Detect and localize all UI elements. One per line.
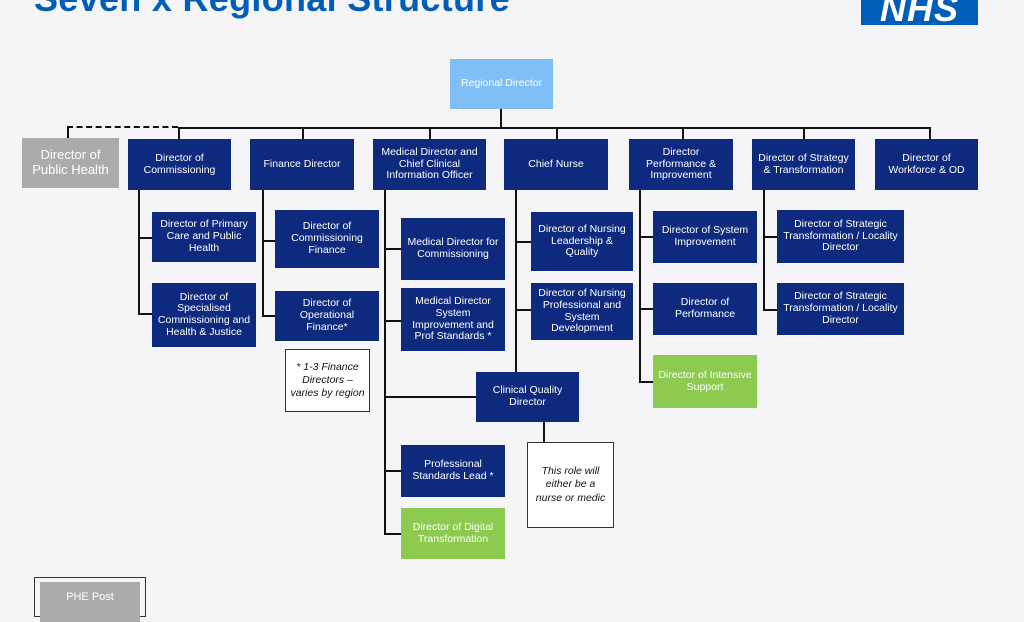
director-nursing-leadership-box: Director of Nursing Leadership & Quality [531,212,633,271]
finance-director-box: Finance Director [250,139,354,190]
director-specialised-commissioning-box: Director of Specialised Commissioning an… [152,283,256,347]
connector-line [763,190,765,310]
connector-line [515,190,517,372]
chief-nurse-box: Chief Nurse [504,139,608,190]
director-public-health-box: Director of Public Health [22,138,119,188]
org-chart: Regional Director Director of Public Hea… [22,59,978,559]
connector-line [262,190,264,316]
connector-line [384,396,476,398]
connector-line [384,320,401,322]
nhs-logo: NHS [861,0,978,25]
connector-line [384,190,386,534]
page-title: Seven x Regional Structure [34,0,510,20]
connector-line [138,237,152,239]
medical-director-system-improvement-box: Medical Director System Improvement and … [401,288,505,351]
director-commissioning-finance-box: Director of Commissioning Finance [275,210,379,268]
connector-line [639,236,653,238]
connector-line [556,127,558,140]
connector-line [302,127,304,140]
director-performance-box: Director of Performance [653,283,757,335]
medical-director-commissioning-box: Medical Director for Commissioning [401,218,505,280]
director-commissioning-box: Director of Commissioning [128,139,231,190]
connector-line [178,127,931,129]
director-system-improvement-box: Director of System Improvement [653,211,757,263]
connector-line [500,108,502,128]
connector-line [639,381,653,383]
connector-line [515,241,531,243]
connector-line [429,127,431,140]
dashed-connector [67,126,178,138]
director-intensive-support-box: Director of Intensive Support [653,355,757,408]
director-digital-transformation-box: Director of Digital Transformation [401,508,505,559]
connector-line [262,240,275,242]
connector-line [763,236,777,238]
connector-line [384,470,401,472]
professional-standards-lead-box: Professional Standards Lead * [401,445,505,497]
director-workforce-od-box: Director of Workforce & OD [875,139,978,190]
phe-post-label: PHE Post [40,582,140,622]
finance-note: * 1-3 Finance Directors – varies by regi… [285,349,370,412]
connector-line [178,127,180,140]
medical-director-cio-box: Medical Director and Chief Clinical Info… [373,139,486,190]
connector-line [262,315,275,317]
connector-line [639,308,653,310]
clinical-quality-director-box: Clinical Quality Director [476,372,579,422]
connector-line [682,127,684,140]
connector-line [639,190,641,382]
director-performance-improvement-box: Director Performance & Improvement [629,139,733,190]
connector-line [138,190,140,314]
connector-line [543,422,545,442]
connector-line [384,248,401,250]
director-primary-care-box: Director of Primary Care and Public Heal… [152,212,256,262]
director-strategic-transformation-1-box: Director of Strategic Transformation / L… [777,210,904,263]
connector-line [138,313,152,315]
director-strategy-transformation-box: Director of Strategy & Transformation [752,139,855,190]
director-strategic-transformation-2-box: Director of Strategic Transformation / L… [777,283,904,335]
connector-line [803,127,805,140]
phe-post-key: PHE Post [34,577,146,622]
role-note: This role will either be a nurse or medi… [527,442,614,528]
connector-line [515,309,531,311]
director-operational-finance-box: Director of Operational Finance* [275,291,379,341]
connector-line [384,533,401,535]
director-nursing-professional-box: Director of Nursing Professional and Sys… [531,283,633,340]
regional-director-box: Regional Director [450,59,553,109]
connector-line [763,309,777,311]
connector-line [929,127,931,140]
